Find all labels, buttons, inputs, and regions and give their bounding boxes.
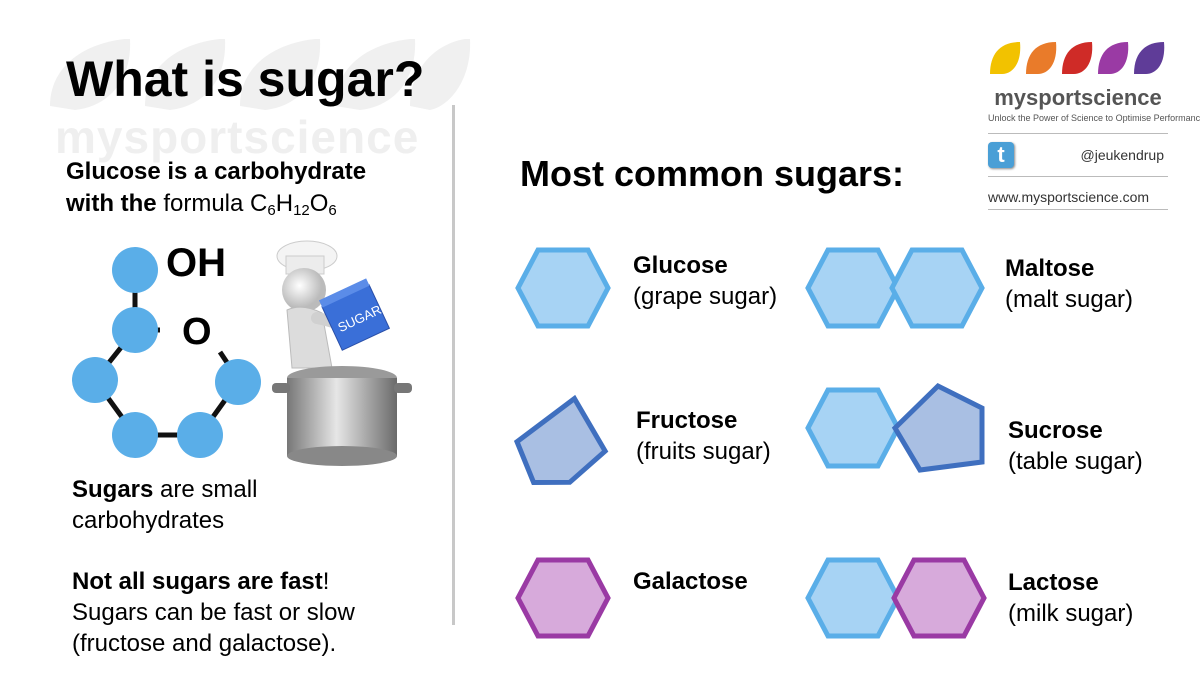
background-watermark-text: mysportscience xyxy=(55,111,420,163)
oxygen-label: O xyxy=(182,311,212,353)
twitter-row[interactable]: t @jeukendrup xyxy=(988,142,1168,168)
maltose-hexagon-icon xyxy=(889,247,985,329)
sugar-label-maltose: Maltose (malt sugar) xyxy=(1005,255,1134,313)
atom xyxy=(112,307,158,353)
carbon-atoms xyxy=(72,247,261,458)
website-link[interactable]: www.mysportscience.com xyxy=(988,189,1150,205)
brand-tagline: Unlock the Power of Science to Optimise … xyxy=(988,113,1200,123)
glucose-molecule-diagram: OH O xyxy=(72,241,261,458)
drop-5 xyxy=(1134,42,1165,74)
intro-line1: Glucose is a carbohydrate xyxy=(66,158,367,185)
drop-4 xyxy=(1098,42,1129,74)
sugar-label-galactose: Galactose xyxy=(633,568,748,595)
sucrose-pentagon-icon xyxy=(891,382,985,473)
intro-text: Glucose is a carbohydrate with the formu… xyxy=(66,156,366,227)
sugar-label-lactose: Lactose (milk sugar) xyxy=(1008,569,1134,627)
twitter-handle[interactable]: @jeukendrup xyxy=(1080,147,1165,163)
lactose-galactose-hexagon-icon xyxy=(891,557,987,639)
intro-line2-text: formula xyxy=(163,190,244,217)
sugar-label-glucose: Glucose (grape sugar) xyxy=(633,252,778,310)
brand-name: mysportscience xyxy=(994,85,1162,110)
note-small-carbs: Sugars are small carbohydrates xyxy=(72,476,258,534)
brand-block: mysportscience Unlock the Power of Scien… xyxy=(988,40,1200,210)
sugar-label-fructose: Fructose (fruits sugar) xyxy=(636,407,771,465)
chef-pouring-sugar-illustration: SUGAR xyxy=(272,240,412,466)
atom xyxy=(112,412,158,458)
brand-divider xyxy=(988,176,1168,177)
brand-divider xyxy=(988,209,1168,210)
section-title: Most common sugars: xyxy=(520,153,905,194)
drop-1 xyxy=(990,42,1021,74)
sugar-label-sucrose: Sucrose (table sugar) xyxy=(1008,417,1143,475)
twitter-icon[interactable]: t xyxy=(988,142,1014,168)
drop-3 xyxy=(1062,42,1093,74)
atom xyxy=(177,412,223,458)
fructose-pentagon-icon xyxy=(513,394,609,485)
note-fast-slow: Not all sugars are fast! Sugars can be f… xyxy=(72,568,355,657)
page-title: What is sugar? xyxy=(66,51,425,107)
brand-divider xyxy=(988,133,1168,134)
lactose-hexagon-icon xyxy=(805,557,901,639)
maltose-hexagon-icon xyxy=(805,247,901,329)
intro-line2-bold: with the xyxy=(66,190,157,217)
drop-2 xyxy=(1026,42,1057,74)
atom xyxy=(215,359,261,405)
oh-label: OH xyxy=(166,241,226,285)
atom xyxy=(72,357,118,403)
brand-logo-drops xyxy=(990,42,1165,74)
glucose-hexagon-icon xyxy=(515,247,611,329)
galactose-hexagon-icon xyxy=(515,557,611,639)
vertical-divider xyxy=(452,105,455,625)
background-watermark-drops xyxy=(50,39,471,110)
atom xyxy=(112,247,158,293)
sugar-shapes xyxy=(513,247,987,639)
glucose-formula: C6H12O6 xyxy=(250,190,337,219)
sucrose-hexagon-icon xyxy=(805,387,901,469)
